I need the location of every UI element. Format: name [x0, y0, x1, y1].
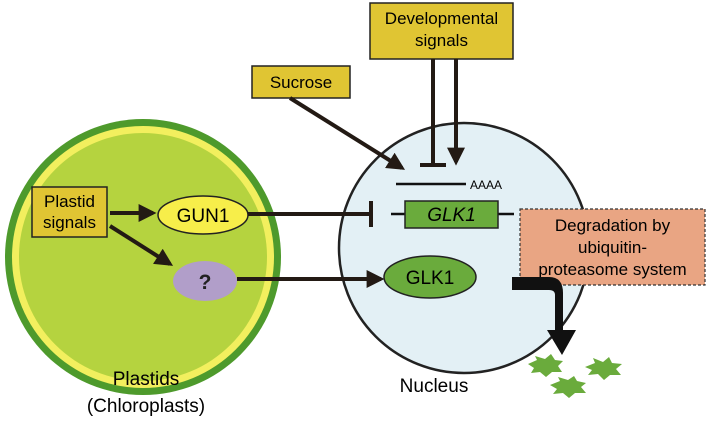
- sucrose-box: Sucrose: [251, 65, 351, 99]
- gun1-node: GUN1: [157, 195, 249, 235]
- plastids-label: Plastids: [113, 369, 180, 390]
- developmental-signals-line1: Developmental: [385, 9, 498, 28]
- gun1-label: GUN1: [177, 206, 230, 227]
- plastid-signals-line2: signals: [43, 213, 96, 232]
- plastid-stroma: [19, 133, 267, 381]
- glk1-protein-node: GLK1: [383, 255, 477, 299]
- plastid-signals-to-unknown-arrow: [108, 224, 174, 266]
- degradation-line1: Degradation by: [555, 216, 671, 235]
- developmental-signals-box: Developmental signals: [369, 2, 514, 60]
- sucrose-arrow: [288, 96, 406, 170]
- fragment-1: [528, 354, 563, 377]
- plastid-signals-box: Plastid signals: [31, 186, 108, 238]
- fragment-2: [585, 357, 622, 380]
- degradation-box: Degradation by ubiquitin- proteasome sys…: [519, 208, 706, 286]
- fragment-3: [550, 376, 586, 398]
- plastid: [5, 119, 281, 395]
- plastid-signals-line1: Plastid: [44, 192, 95, 211]
- degradation-line2: ubiquitin-: [578, 238, 647, 257]
- polya-tail-label: AAAA: [470, 178, 502, 192]
- glk1-gene-label: GLK1: [427, 205, 476, 226]
- sucrose-label: Sucrose: [270, 73, 332, 92]
- glk1-protein-label: GLK1: [406, 268, 455, 289]
- degradation-line3: proteasome system: [538, 260, 686, 279]
- degradation-arrow: [512, 277, 576, 355]
- unknown-factor-label: ?: [199, 271, 212, 294]
- protein-fragments: [528, 354, 622, 398]
- unknown-factor-node: ?: [173, 261, 237, 301]
- nucleus-label: Nucleus: [400, 376, 469, 397]
- glk1-gene-box: GLK1: [404, 200, 499, 229]
- chloroplasts-label: (Chloroplasts): [87, 396, 205, 417]
- developmental-signals-line2: signals: [415, 31, 468, 50]
